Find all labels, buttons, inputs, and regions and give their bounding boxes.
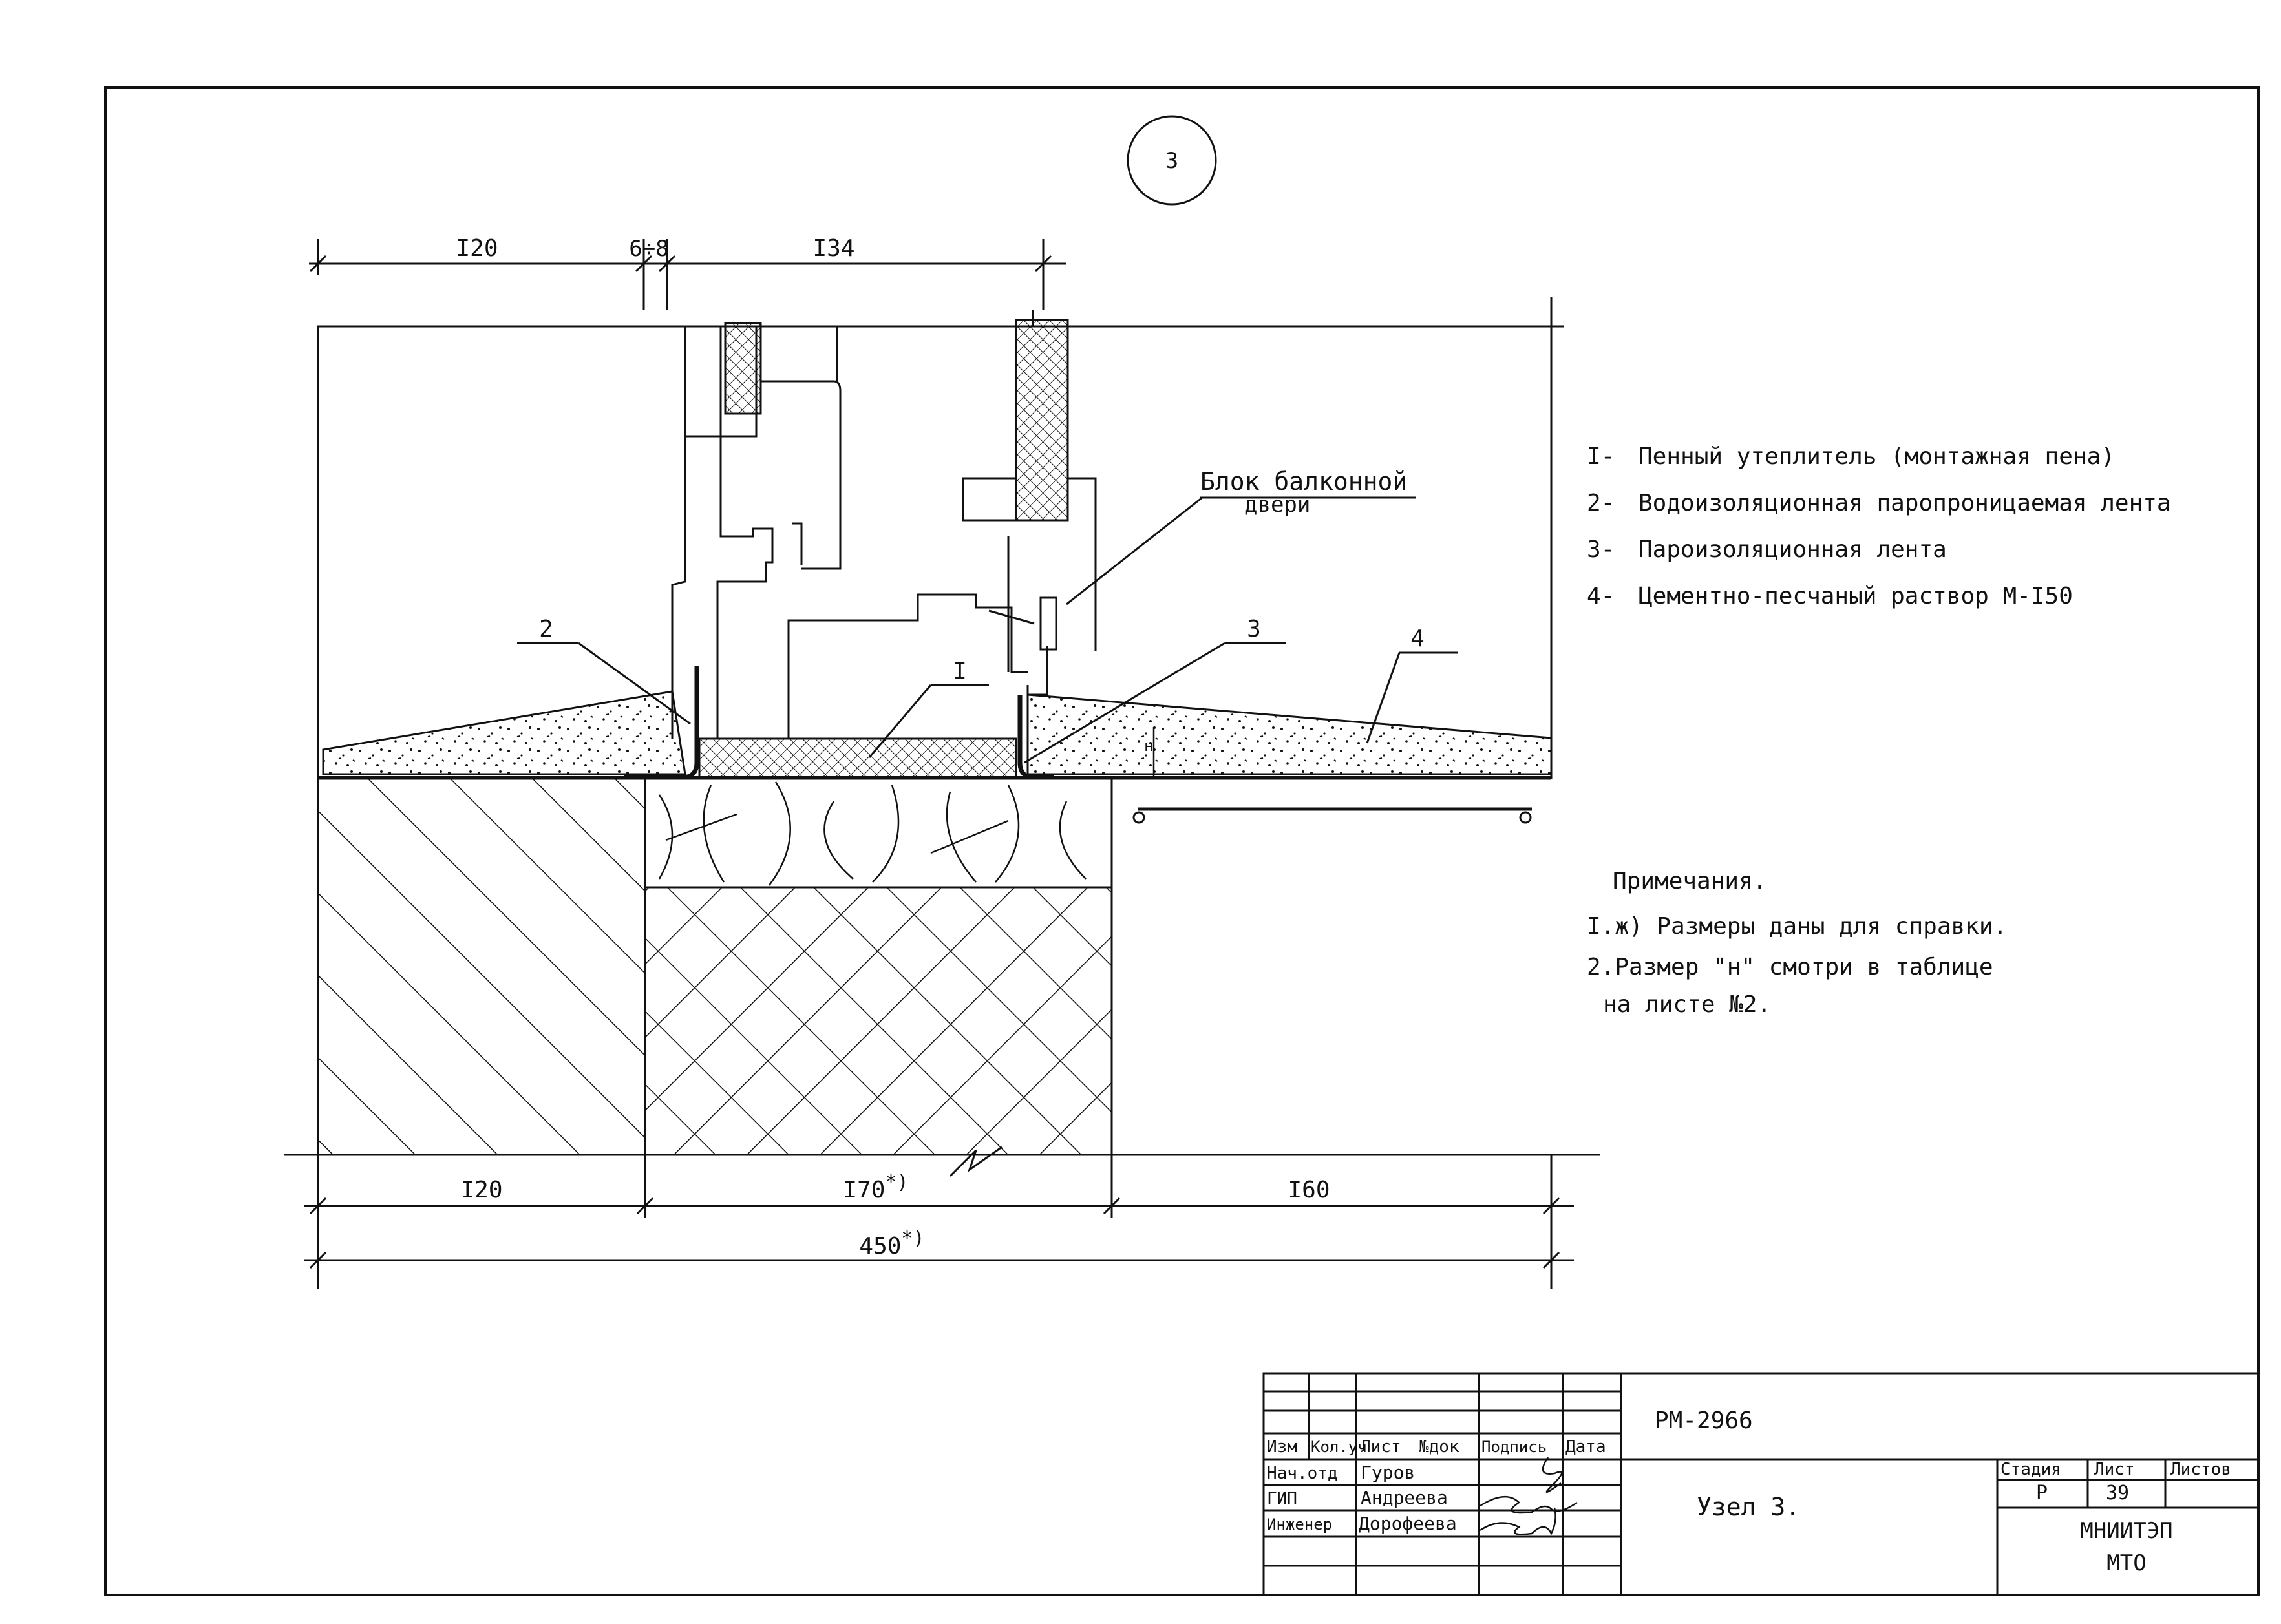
tb-stage: Р: [2036, 1482, 2048, 1504]
legend-text-1: Пенный утеплитель (монтажная пена): [1639, 443, 2115, 470]
legend-num-4: 4-: [1587, 583, 1615, 609]
tb-role-3: Инженер: [1267, 1515, 1332, 1534]
tb-sheet: 39: [2106, 1482, 2129, 1504]
notes-title: Примечания.: [1613, 868, 1766, 894]
dim-bottom-2-ref: *): [885, 1171, 908, 1194]
vapor-barrier-tape: [1017, 695, 1054, 780]
door-block-label-1: Блок балконной: [1200, 467, 1407, 496]
note-3: на листе №2.: [1603, 991, 1771, 1018]
tb-header-2: Кол.уч: [1311, 1438, 1367, 1456]
mortar-right: [1026, 693, 1553, 775]
brick-wall-section: [317, 777, 646, 1156]
tb-role-2: ГИП: [1267, 1489, 1297, 1508]
node-number: 3: [1165, 148, 1178, 174]
tb-header-5: Подпись: [1481, 1438, 1547, 1456]
tb-name-3: Дорофеева: [1359, 1513, 1457, 1534]
notes: Примечания. I.ж) Размеры даны для справк…: [1587, 868, 2007, 1018]
legend-text-3: Пароизоляционная лента: [1639, 536, 1947, 563]
legend-text-2: Водоизоляционная паропроницаемая лента: [1639, 490, 2171, 516]
dim-total-value: 450: [859, 1233, 901, 1260]
note-1: I.ж) Размеры даны для справки.: [1587, 913, 2007, 940]
dim-bottom-1: I20: [460, 1177, 502, 1203]
tb-name-2: Андреева: [1361, 1487, 1448, 1508]
wood-layer: [644, 777, 1113, 889]
tb-org-1: МНИИТЭП: [2080, 1518, 2172, 1544]
dim-total: 450*): [859, 1227, 924, 1260]
tb-code: РМ-2966: [1655, 1408, 1753, 1434]
signatures: [1480, 1457, 1578, 1535]
title-block: [1262, 1372, 2260, 1596]
tb-header-4: №док: [1419, 1437, 1459, 1457]
door-block-profile: [671, 310, 1097, 739]
h-dimension: н: [1144, 727, 1155, 777]
foam-insulation: [698, 737, 1017, 779]
tb-header-3: Лист: [1361, 1437, 1401, 1457]
title-block-text: Изм Кол.уч Лист №док Подпись Дата Нач.от…: [1267, 1408, 2231, 1576]
tb-sheet-title: Узел 3.: [1697, 1493, 1800, 1521]
leader-1-label: I: [953, 658, 967, 684]
legend-num-3: 3-: [1587, 536, 1615, 563]
dim-top-3: I34: [812, 235, 854, 262]
sheet-frame: [104, 86, 2260, 1596]
h-dimension-label: н: [1144, 737, 1153, 755]
leader-1: I: [868, 658, 989, 758]
leader-door-block: Блок балконной двери: [1066, 467, 1416, 606]
legend: I- Пенный утеплитель (монтажная пена) 2-…: [1587, 443, 2171, 609]
door-block-label-2: двери: [1244, 492, 1310, 518]
leader-3: 3: [1024, 616, 1286, 764]
legend-text-4: Цементно-песчаный раствор М-I50: [1639, 583, 2073, 609]
bottom-dimensions: I20 I70*) I60 450*): [304, 1155, 1574, 1289]
dim-total-ref: *): [901, 1227, 924, 1250]
note-2: 2.Размер "н" смотри в таблице: [1587, 954, 1993, 980]
mortar-left: [322, 690, 686, 775]
break-mark: [949, 1146, 1003, 1177]
tb-sheets-header: Листов: [2170, 1460, 2231, 1479]
wall-outline-upper: [317, 297, 1564, 779]
leader-2: 2: [517, 616, 691, 725]
tb-org-2: МТО: [2106, 1550, 2146, 1576]
leader-3-label: 3: [1247, 616, 1261, 642]
tb-sheet-header: Лист: [2094, 1460, 2135, 1479]
dim-bottom-2-value: I70: [843, 1177, 885, 1203]
leader-4-label: 4: [1410, 626, 1425, 652]
dim-top-2: 6÷8: [629, 236, 668, 262]
leader-2-label: 2: [539, 616, 553, 642]
tb-role-1: Нач.отд: [1267, 1464, 1338, 1483]
insulation-layer: [644, 886, 1113, 1156]
reinforcement-bar: [1132, 807, 1532, 824]
tb-name-1: Гуров: [1361, 1462, 1415, 1483]
tb-stage-header: Стадия: [2000, 1460, 2061, 1479]
wood-grain: [658, 781, 1087, 886]
tb-header-1: Изм: [1267, 1437, 1297, 1457]
dim-bottom-2: I70*): [843, 1171, 908, 1203]
dim-top-1: I20: [456, 235, 498, 262]
top-dimensions: I20 6÷8 I34: [309, 235, 1066, 310]
dim-bottom-3: I60: [1288, 1177, 1330, 1203]
leader-4: 4: [1366, 626, 1458, 744]
legend-num-2: 2-: [1587, 490, 1615, 516]
node-marker: 3: [1127, 115, 1217, 206]
waterproof-tape: [624, 666, 699, 780]
tb-header-6: Дата: [1565, 1437, 1606, 1457]
legend-num-1: I-: [1587, 443, 1615, 470]
